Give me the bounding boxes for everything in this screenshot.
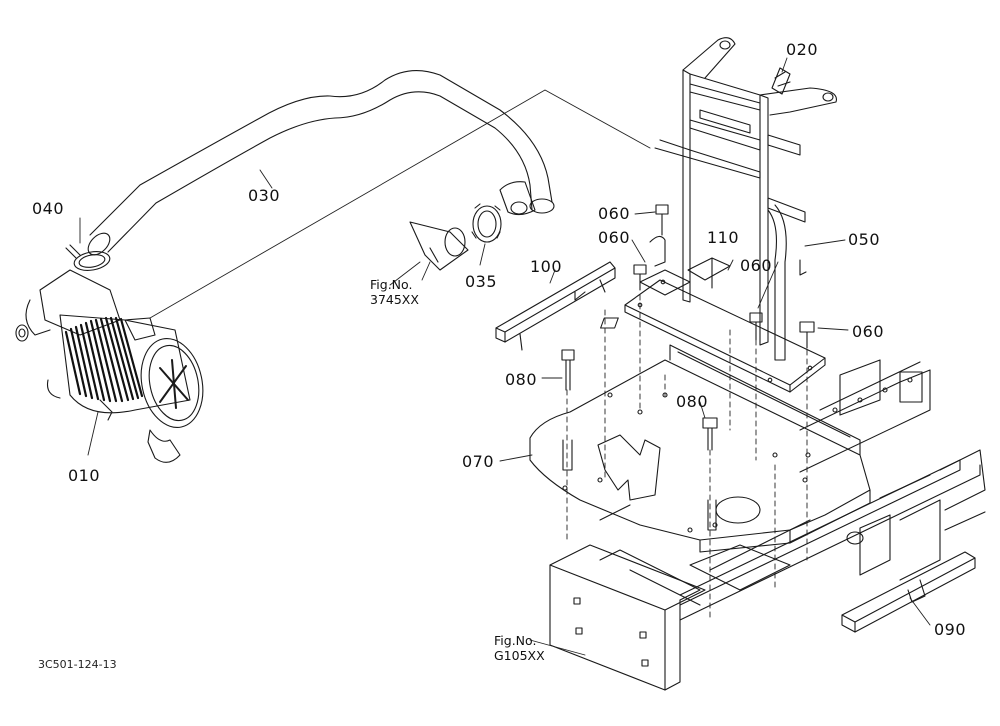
part-label-040: 040 — [32, 199, 65, 218]
hose-clamp-drawing — [65, 244, 111, 271]
part-label-060-top: 060 — [598, 204, 631, 223]
figure-ref-3745xx-line2: 3745XX — [370, 292, 419, 307]
part-label-080-left: 080 — [505, 370, 538, 389]
part-label-050: 050 — [848, 230, 881, 249]
part-label-060-right: 060 — [852, 322, 885, 341]
figure-ref-g105xx: Fig.No. G105XX — [494, 633, 545, 663]
cover-plate-drawing — [529, 344, 871, 553]
part-label-090: 090 — [934, 620, 967, 639]
part-label-010: 010 — [68, 466, 101, 485]
rail-090-drawing — [841, 551, 976, 633]
figure-ref-g105xx-line1: Fig.No. — [494, 633, 537, 648]
part-label-030: 030 — [248, 186, 281, 205]
guide-rail-100-drawing — [495, 261, 616, 351]
part-label-070: 070 — [462, 452, 495, 471]
air-cleaner-drawing — [15, 269, 204, 463]
part-label-060-mid: 060 — [740, 256, 773, 275]
part-label-060-left: 060 — [598, 228, 631, 247]
part-label-035: 035 — [465, 272, 498, 291]
leader-lines — [79, 57, 931, 656]
figure-ref-3745xx: Fig.No. 3745XX — [370, 277, 419, 307]
support-frame-drawing — [600, 37, 838, 393]
part-label-080-right: 080 — [676, 392, 709, 411]
part-label-100: 100 — [530, 257, 563, 276]
figure-ref-g105xx-line2: G105XX — [494, 648, 545, 663]
bolt-060-drawings — [633, 204, 815, 349]
bolt-080-drawings — [561, 349, 718, 531]
pipe-and-clamp-drawing — [409, 203, 502, 271]
chassis-frame-drawing — [549, 359, 986, 691]
part-label-020: 020 — [786, 40, 819, 59]
drawing-code: 3C501-124-13 — [38, 658, 117, 671]
part-label-110: 110 — [707, 228, 740, 247]
figure-ref-3745xx-line1: Fig.No. — [370, 277, 413, 292]
intake-hose-drawing — [87, 69, 555, 256]
